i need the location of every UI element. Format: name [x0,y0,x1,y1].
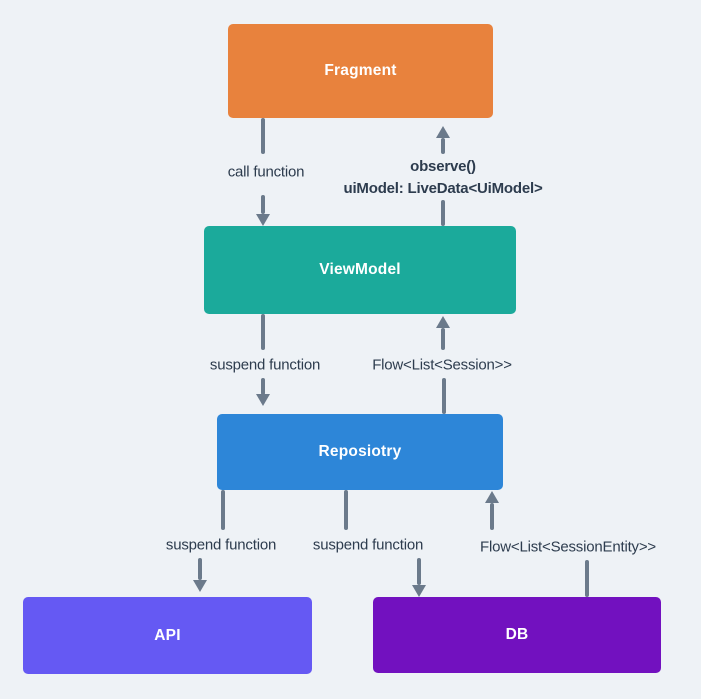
edge-label-observe: observe() uiModel: LiveData<UiModel> [344,156,543,200]
arrow-shaft [261,314,265,350]
arrowhead-up-icon [485,491,499,503]
arrow-shaft [417,558,421,585]
edge-label-suspend-function-2: suspend function [165,536,277,554]
arrow-shaft [585,560,589,597]
arrow-shaft [441,138,445,154]
node-fragment-label: Fragment [324,62,397,79]
arrowhead-up-icon [436,316,450,328]
arrowhead-up-icon [436,126,450,138]
node-repository-label: Reposiotry [318,443,402,460]
edge-label-flow-session-entity: Flow<List<SessionEntity>> [480,538,656,556]
edge-label-observe-line2: uiModel: LiveData<UiModel> [343,180,543,197]
edge-label-call-function: call function [227,163,305,181]
node-viewmodel: ViewModel [204,226,516,314]
edge-label-flow-session: Flow<List<Session>> [372,356,512,374]
node-fragment: Fragment [228,24,493,118]
arrowhead-down-icon [256,394,270,406]
edge-label-suspend-function-1: suspend function [209,356,321,374]
arrow-shaft [221,490,225,530]
arrow-shaft [198,558,202,580]
node-db: DB [373,597,661,673]
node-db-label: DB [505,626,529,643]
arrow-shaft [490,503,494,530]
arrowhead-down-icon [193,580,207,592]
node-api-label: API [154,626,181,644]
node-repository: Reposiotry [217,414,503,490]
arrow-shaft [442,378,446,414]
arrow-shaft [261,118,265,154]
edge-label-observe-line1: observe() [410,158,476,175]
arrow-shaft [344,490,348,530]
arrowhead-down-icon [256,214,270,226]
edge-label-suspend-function-3: suspend function [312,536,424,554]
arrow-shaft [441,200,445,226]
node-api: API [23,597,312,674]
arrow-shaft [441,328,445,350]
arrow-shaft [261,195,265,214]
arrowhead-down-icon [412,585,426,597]
arrow-shaft [261,378,265,395]
node-viewmodel-label: ViewModel [319,261,401,278]
